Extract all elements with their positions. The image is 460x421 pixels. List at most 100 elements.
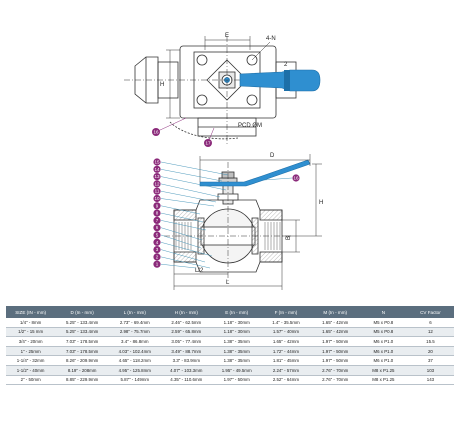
table-cell: 1.97" - 50mm bbox=[310, 355, 360, 366]
callout-label-16-top: 16 bbox=[153, 130, 159, 135]
callout-label: 2 bbox=[156, 254, 159, 259]
table-cell: 1.72" - 44mm bbox=[261, 346, 311, 357]
callout-circle bbox=[153, 202, 161, 210]
table-cell: 3.05" - 77.4mm bbox=[160, 336, 213, 347]
table-cell: 20 bbox=[406, 346, 454, 357]
callout-leader bbox=[160, 198, 215, 207]
callout-label-17-top: 17 bbox=[205, 141, 211, 146]
table-cell: 4.95" - 125.8mm bbox=[109, 365, 161, 376]
table-cell: 7.03" - 178.5mm bbox=[55, 336, 110, 347]
callout-label: 10 bbox=[154, 196, 160, 201]
callout-label: 15 bbox=[154, 160, 160, 165]
table-cell: 2.76" - 70mm bbox=[310, 365, 360, 376]
callout-circle bbox=[153, 209, 161, 217]
ball-valve-technical-drawing: E 4-N H 2 PCD ØM 16 17 bbox=[124, 33, 323, 290]
table-cell: 1.65" - 42mm bbox=[310, 327, 360, 338]
callout-circle bbox=[153, 173, 161, 181]
table-cell: 2.59" - 65.8mm bbox=[160, 327, 213, 338]
side-dim-h-label: H bbox=[319, 200, 323, 206]
table-cell: 2.24" - 57mm bbox=[261, 365, 311, 376]
table-cell: 1" - 25mm bbox=[6, 346, 56, 357]
callout-circle bbox=[153, 158, 161, 166]
callout-label: 8 bbox=[156, 211, 159, 216]
table-cell: 3.3" - 83.9mm bbox=[160, 355, 213, 366]
table-cell: 1.38" - 35mm bbox=[212, 355, 262, 366]
side-dim-d-label: D bbox=[270, 153, 275, 159]
table-cell: 1.38" - 35mm bbox=[212, 346, 262, 357]
table-cell: 1.4" - 35.5mm bbox=[261, 318, 311, 328]
table-cell: 4.03" - 102.4mm bbox=[109, 346, 161, 357]
side-dim-b-label: B bbox=[286, 236, 292, 240]
table-cell: 3.49" - 88.7mm bbox=[160, 346, 213, 357]
callout-circle-16-top bbox=[152, 128, 160, 136]
callout-label: 7 bbox=[156, 218, 159, 223]
table-cell: 1.18" - 30mm bbox=[212, 318, 262, 328]
table-cell: 2" - 50mm bbox=[6, 375, 56, 386]
callout-label: 5 bbox=[156, 233, 159, 238]
table-cell: M8 x P1.25 bbox=[359, 375, 407, 386]
table-cell: 6 bbox=[406, 318, 454, 328]
table-cell: 5.25" - 133.4mm bbox=[55, 318, 110, 328]
callout-label: 9 bbox=[156, 203, 159, 208]
table-cell: 143 bbox=[406, 375, 454, 386]
table-cell: 1.97" - 50mm bbox=[310, 336, 360, 347]
callout-label: 16 bbox=[293, 176, 299, 181]
top-dim-4n-label: 4-N bbox=[266, 36, 276, 42]
table-cell: 103 bbox=[406, 365, 454, 376]
callout-label: 11 bbox=[155, 189, 160, 194]
table-cell: 1.97" - 50mm bbox=[212, 375, 262, 386]
callout-leader bbox=[160, 234, 202, 249]
table-cell: 4.07" - 103.3mm bbox=[160, 365, 213, 376]
callout-label: 12 bbox=[154, 181, 160, 186]
table-header-cell: SIZE (IN - mm) bbox=[6, 306, 56, 318]
top-view bbox=[124, 36, 304, 146]
table-header-cell: H (In - mm) bbox=[160, 306, 213, 318]
callout-circle-17-top bbox=[204, 139, 212, 147]
table-cell: 4.65" - 118.2mm bbox=[109, 355, 161, 366]
side-view bbox=[164, 162, 292, 282]
table-header-cell: N bbox=[359, 306, 407, 318]
callout-leader bbox=[160, 161, 229, 176]
callout-leader bbox=[160, 242, 213, 257]
callout-leader bbox=[160, 220, 207, 231]
table-cell: 3/4" - 20mm bbox=[6, 336, 56, 347]
callout-circle bbox=[153, 253, 161, 261]
table-cell: 2.52" - 64mm bbox=[261, 375, 311, 386]
table-cell: 1.97" - 50mm bbox=[310, 346, 360, 357]
side-view-dimensions bbox=[173, 154, 322, 290]
table-cell: 5.87" - 149mm bbox=[109, 375, 161, 386]
table-cell: 5.25" - 133.4mm bbox=[55, 327, 110, 338]
specification-table: SIZE (IN - mm)D (In - mm)L (In - mm)H (I… bbox=[6, 306, 454, 386]
callout-circle bbox=[153, 224, 161, 232]
table-cell: 1/4" - 8mm bbox=[6, 318, 56, 328]
callout-leader bbox=[160, 249, 206, 263]
table-cell: M6 x P1.0 bbox=[359, 346, 407, 357]
callout-circle bbox=[153, 187, 161, 195]
table-cell: 3.4" - 86.8mm bbox=[109, 336, 161, 347]
table-cell: 2.73" - 69.4mm bbox=[109, 318, 161, 328]
table-cell: M5 x P0.8 bbox=[359, 318, 407, 328]
table-cell: 1-1/4" - 32mm bbox=[6, 355, 56, 366]
table-header-cell: CV Factor bbox=[406, 306, 454, 318]
table-header-cell: F (In - mm) bbox=[261, 306, 311, 318]
top-view-handle bbox=[239, 69, 321, 92]
table-header-cell: E (In - mm) bbox=[212, 306, 262, 318]
table-cell: 8.85" - 229.9mm bbox=[55, 375, 110, 386]
table-cell: 4.35" - 110.6mm bbox=[160, 375, 213, 386]
callout-label: 13 bbox=[154, 174, 160, 179]
callout-leader bbox=[160, 183, 221, 198]
callout-circle bbox=[292, 174, 300, 182]
top-dim-e-label: E bbox=[225, 33, 229, 39]
top-pcd-label: PCD ØM bbox=[238, 123, 262, 129]
table-cell: 2.76" - 70mm bbox=[310, 375, 360, 386]
callout-circle bbox=[153, 194, 161, 203]
table-cell: 1.65" - 42mm bbox=[261, 336, 311, 347]
callout-leader bbox=[160, 256, 211, 269]
callout-label: 4 bbox=[156, 240, 159, 245]
table-header-cell: D (In - mm) bbox=[55, 306, 110, 318]
